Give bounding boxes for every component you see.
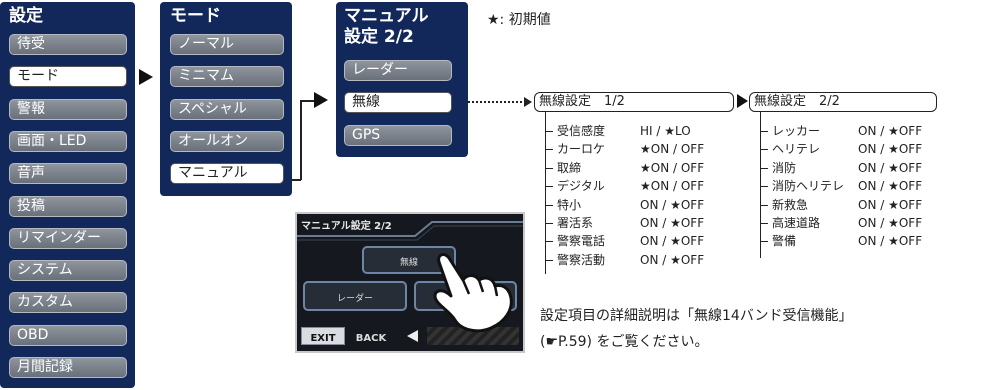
setting-value: ON / ★OFF bbox=[858, 234, 923, 249]
left-arrow-icon[interactable] bbox=[407, 330, 418, 342]
device-exit-button[interactable]: EXIT bbox=[301, 327, 345, 345]
mode-menu-item[interactable]: ノーマル bbox=[170, 34, 284, 55]
device-back-button[interactable]: BACK bbox=[349, 327, 393, 345]
setting-label: 警備 bbox=[772, 234, 797, 249]
setting-label: ヘリテレ bbox=[772, 142, 821, 157]
setting-label: 取締 bbox=[557, 160, 582, 175]
setting-label: 高速道路 bbox=[772, 216, 821, 230]
arrow-right-icon bbox=[314, 92, 328, 108]
legend-note: ★: 初期値 bbox=[487, 12, 551, 28]
setting-label: 新救急 bbox=[772, 197, 809, 212]
device-back-label: BACK bbox=[355, 333, 387, 344]
tree-branch bbox=[545, 223, 553, 224]
tree-branch bbox=[760, 149, 768, 151]
manual-menu-panel: マニュアル 設定 2/2 レーダー無線 GPS bbox=[336, 2, 468, 157]
arrow-right-icon bbox=[737, 94, 748, 108]
setting-label: カーロケ bbox=[557, 142, 606, 157]
settings-menu-item[interactable]: システム bbox=[9, 260, 127, 282]
mode-menu-panel: モード ノーマルミニマムスペシャルオールオンマニュアル bbox=[160, 2, 292, 196]
manual-menu-item[interactable]: GPS bbox=[344, 124, 452, 146]
wireless-settings-1-header: 無線設定 1/2 bbox=[534, 92, 734, 112]
device-screen: マニュアル設定 2/2 無線 レーダー EXIT BACK bbox=[295, 212, 525, 353]
tree-branch bbox=[545, 186, 553, 188]
settings-menu-item[interactable]: リマインダー bbox=[9, 227, 127, 249]
setting-value: ★ON / OFF bbox=[640, 142, 705, 157]
settings-menu-item[interactable]: 投稿 bbox=[9, 195, 127, 217]
manual-menu-title-line1: マニュアル bbox=[344, 6, 429, 26]
device-radar-button-label: レーダー bbox=[336, 294, 373, 304]
setting-value: ★ON / OFF bbox=[640, 179, 705, 194]
connector-line bbox=[300, 100, 314, 102]
footnote-line2: (☛P.59) をご覧ください。 bbox=[540, 334, 709, 350]
setting-value: ★ON / OFF bbox=[640, 160, 705, 175]
tree-branch bbox=[760, 223, 768, 224]
mode-menu-title: モード bbox=[170, 6, 221, 26]
tree-branch bbox=[545, 167, 553, 169]
manual-menu-item[interactable]: 無線 bbox=[344, 92, 452, 114]
settings-menu-panel: 設定 待受モード警報画面・LED 音声投稿リマインダーシステムカスタム OBD 月間記… bbox=[0, 2, 135, 388]
footnote-line1: 設定項目の詳細説明は「無線14バンド受信機能」 bbox=[540, 308, 853, 324]
mode-menu-item[interactable]: マニュアル bbox=[170, 163, 284, 185]
device-exit-label: EXIT bbox=[310, 333, 336, 344]
device-title: マニュアル設定 2/2 bbox=[301, 221, 392, 232]
connector-line bbox=[292, 179, 301, 181]
setting-label: デジタル bbox=[557, 179, 605, 194]
device-radar-button[interactable]: レーダー bbox=[303, 281, 407, 311]
manual-menu-title-line2: 設定 2/2 bbox=[344, 27, 414, 47]
tree-line bbox=[545, 112, 546, 274]
device-bottom-bar bbox=[427, 327, 519, 345]
setting-label: 消防 bbox=[772, 160, 797, 175]
setting-value: ON / ★OFF bbox=[858, 142, 923, 157]
device-wireless-button-label: 無線 bbox=[399, 258, 418, 268]
pointing-hand-icon bbox=[433, 253, 513, 333]
setting-value: ON / ★OFF bbox=[640, 197, 705, 212]
setting-value: HI / ★LO bbox=[640, 124, 691, 138]
setting-value: ON / ★OFF bbox=[640, 216, 705, 230]
tree-branch bbox=[545, 204, 553, 206]
arrow-right-icon bbox=[524, 97, 532, 107]
connector-line bbox=[300, 100, 302, 180]
mode-menu-item[interactable]: スペシャル bbox=[170, 98, 284, 120]
settings-menu-item[interactable]: 警報 bbox=[9, 98, 127, 120]
setting-label: 特小 bbox=[557, 197, 582, 212]
mode-menu-item[interactable]: ミニマム bbox=[170, 66, 284, 88]
setting-value: ON / ★OFF bbox=[858, 160, 923, 175]
settings-menu-item[interactable]: 月間記録 bbox=[9, 357, 127, 378]
tree-branch bbox=[760, 204, 768, 206]
tree-branch bbox=[545, 241, 553, 243]
tree-branch bbox=[760, 167, 768, 169]
settings-menu-item[interactable]: カスタム bbox=[9, 292, 127, 314]
setting-label: 受信感度 bbox=[557, 124, 606, 138]
setting-label: 警察活動 bbox=[557, 252, 606, 267]
arrow-right-icon bbox=[139, 69, 153, 85]
setting-label: 消防ヘリテレ bbox=[772, 179, 845, 194]
setting-label: 署活系 bbox=[557, 216, 594, 230]
setting-label: 警察電話 bbox=[557, 234, 606, 249]
settings-menu-item[interactable]: OBD bbox=[9, 324, 127, 346]
tree-branch bbox=[545, 149, 553, 151]
setting-value: ON / ★OFF bbox=[640, 252, 705, 267]
setting-value: ON / ★OFF bbox=[858, 124, 923, 138]
settings-menu-item[interactable]: 音声 bbox=[9, 163, 127, 185]
tree-branch bbox=[760, 241, 768, 243]
dotted-connector bbox=[468, 101, 526, 103]
tree-line bbox=[760, 112, 761, 258]
tree-branch bbox=[545, 259, 553, 261]
setting-value: ON / ★OFF bbox=[858, 197, 923, 212]
setting-value: ON / ★OFF bbox=[640, 234, 705, 249]
setting-value: ON / ★OFF bbox=[858, 216, 923, 230]
settings-menu-item[interactable]: 画面・LED bbox=[9, 130, 127, 152]
settings-menu-item[interactable]: モード bbox=[9, 66, 127, 88]
tree-branch bbox=[545, 131, 553, 132]
settings-menu-title: 設定 bbox=[9, 6, 43, 26]
tree-branch bbox=[760, 131, 768, 132]
settings-menu-item[interactable]: 待受 bbox=[9, 34, 127, 55]
tree-branch bbox=[760, 186, 768, 188]
setting-value: ON / ★OFF bbox=[858, 179, 923, 194]
mode-menu-item[interactable]: オールオン bbox=[170, 130, 284, 152]
manual-menu-item[interactable]: レーダー bbox=[344, 60, 452, 81]
wireless-settings-2-header: 無線設定 2/2 bbox=[749, 92, 937, 112]
setting-label: レッカー bbox=[772, 124, 821, 138]
